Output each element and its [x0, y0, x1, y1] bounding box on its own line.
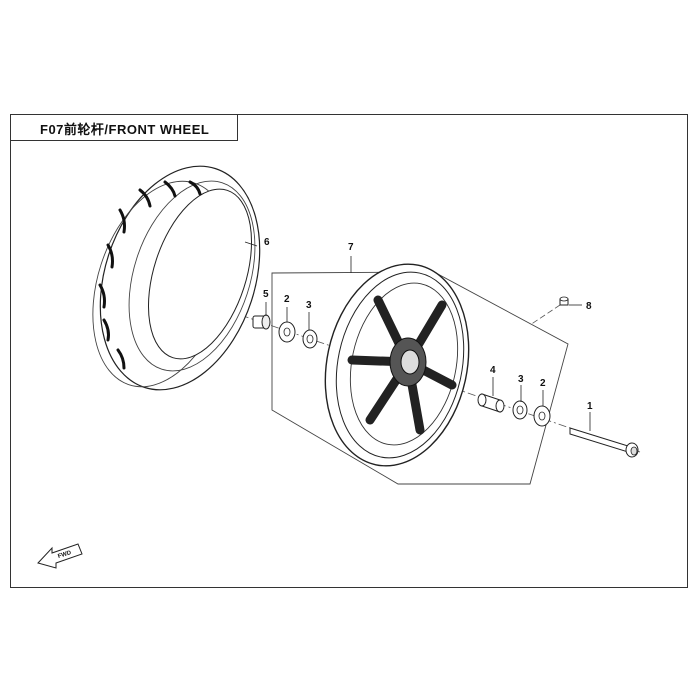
title-box — [10, 114, 238, 141]
fwd-label: FWD — [57, 550, 72, 560]
rim — [324, 263, 470, 467]
callout-axle: 1 — [587, 401, 593, 412]
tire — [92, 165, 261, 391]
seal-right — [512, 400, 528, 420]
callout-rim: 7 — [348, 242, 354, 253]
seal-left — [302, 329, 318, 349]
fwd-arrow-icon: FWD — [37, 543, 83, 569]
diagram-frame — [10, 114, 688, 588]
bearing-collar — [252, 314, 271, 330]
callout-seal-left: 3 — [306, 300, 312, 311]
spacer — [477, 393, 505, 413]
callout-washer-right: 2 — [540, 378, 546, 389]
callout-bearing-collar: 5 — [263, 289, 269, 300]
axle — [569, 427, 639, 458]
page-title: F07前轮杆/FRONT WHEEL — [40, 122, 210, 137]
valve-axis — [529, 304, 561, 326]
callout-valve: 8 — [586, 301, 592, 312]
callout-washer-left: 2 — [284, 294, 290, 305]
valve — [559, 296, 569, 306]
callout-spacer: 4 — [490, 365, 496, 376]
washer-left — [278, 321, 296, 343]
callout-seal-right: 3 — [518, 374, 524, 385]
washer-right — [533, 405, 551, 427]
callout-tire: 6 — [264, 237, 270, 248]
